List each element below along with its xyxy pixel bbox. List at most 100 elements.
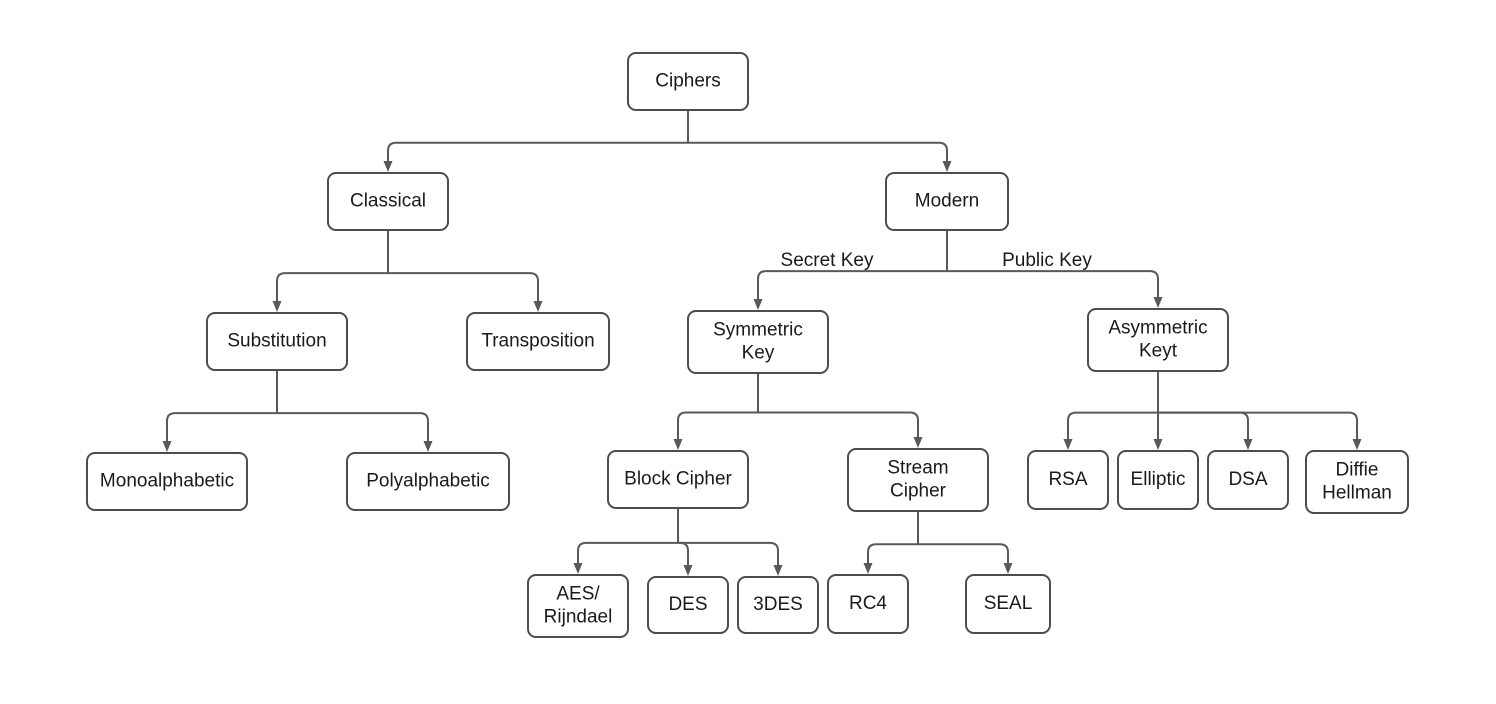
node-label-polyalphabetic: Polyalphabetic — [366, 471, 490, 492]
node-dsa[interactable]: DSA — [1207, 450, 1289, 510]
edge-arrowhead — [1153, 439, 1163, 450]
node-box-monoalphabetic — [86, 452, 248, 511]
node-seal[interactable]: SEAL — [965, 574, 1051, 634]
edge-arrowhead — [683, 565, 693, 576]
node-label-diffie-hellman: Hellman — [1322, 483, 1392, 504]
edge-arrowhead — [773, 565, 783, 576]
node-label-aes-rijndael: AES/ — [556, 584, 600, 605]
node-label-stream-cipher: Stream — [887, 458, 948, 479]
edge-arrowhead — [423, 441, 433, 452]
edge-to-dsa — [1158, 411, 1249, 439]
edge-to-block-cipher — [677, 411, 758, 439]
edge-to-substitution — [276, 272, 388, 301]
node-label-modern: Modern — [915, 191, 979, 212]
edge-arrowhead — [1063, 439, 1073, 450]
node-transposition[interactable]: Transposition — [466, 312, 610, 371]
node-label-symmetric-key: Key — [742, 343, 775, 364]
edge-arrowhead — [573, 563, 583, 574]
edge-to-symmetric-key — [757, 270, 947, 299]
node-block-cipher[interactable]: Block Cipher — [607, 450, 749, 509]
node-box-rc4 — [827, 574, 909, 634]
node-box-ciphers — [627, 52, 749, 111]
edge-arrowhead — [272, 301, 282, 312]
node-label-block-cipher: Block Cipher — [624, 469, 732, 490]
edge-to-classical — [387, 141, 688, 161]
edge-to-seal — [918, 543, 1009, 563]
node-label-dsa: DSA — [1228, 469, 1267, 490]
edge-to-transposition — [388, 272, 539, 301]
node-elliptic[interactable]: Elliptic — [1117, 450, 1199, 510]
edge-arrowhead — [162, 441, 172, 452]
node-box-3des — [737, 576, 819, 634]
public-key-label: Public Key — [1002, 250, 1092, 271]
node-label-rc4: RC4 — [849, 593, 887, 614]
node-label-symmetric-key: Symmetric — [713, 320, 803, 341]
node-box-aes-rijndael — [527, 574, 629, 638]
node-box-classical — [327, 172, 449, 231]
node-rc4[interactable]: RC4 — [827, 574, 909, 634]
node-box-symmetric-key — [687, 310, 829, 374]
edge-to-asymmetric-key — [947, 270, 1159, 297]
node-box-seal — [965, 574, 1051, 634]
edge-arrowhead — [913, 437, 923, 448]
node-rsa[interactable]: RSA — [1027, 450, 1109, 510]
node-box-asymmetric-key — [1087, 308, 1229, 372]
node-box-block-cipher — [607, 450, 749, 509]
node-des[interactable]: DES — [647, 576, 729, 634]
node-label-classical: Classical — [350, 191, 426, 212]
node-box-elliptic — [1117, 450, 1199, 510]
edges-layer — [162, 110, 1362, 576]
edge-arrowhead — [753, 299, 763, 310]
node-label-substitution: Substitution — [227, 331, 326, 352]
edge-to-stream-cipher — [758, 411, 919, 437]
node-substitution[interactable]: Substitution — [206, 312, 348, 371]
node-box-polyalphabetic — [346, 452, 510, 511]
node-label-des: DES — [668, 594, 707, 615]
node-label-asymmetric-key: Asymmetric — [1108, 318, 1207, 339]
node-box-substitution — [206, 312, 348, 371]
node-label-ciphers: Ciphers — [655, 71, 720, 92]
node-label-transposition: Transposition — [481, 331, 594, 352]
node-box-rsa — [1027, 450, 1109, 510]
node-3des[interactable]: 3DES — [737, 576, 819, 634]
node-label-diffie-hellman: Diffie — [1336, 460, 1379, 481]
edge-arrowhead — [1243, 439, 1253, 450]
edge-to-3des — [678, 541, 779, 565]
node-label-monoalphabetic: Monoalphabetic — [100, 471, 234, 492]
edge-arrowhead — [942, 161, 952, 172]
node-box-des — [647, 576, 729, 634]
edge-to-des — [678, 541, 689, 565]
edge-arrowhead — [673, 439, 683, 450]
edge-to-diffie-hellman — [1158, 411, 1358, 439]
edge-to-rsa — [1067, 411, 1158, 439]
node-classical[interactable]: Classical — [327, 172, 449, 231]
node-label-stream-cipher: Cipher — [890, 481, 947, 502]
edge-arrowhead — [383, 161, 393, 172]
edge-labels-layer: Secret Key Public Key — [781, 250, 1093, 271]
edge-to-polyalphabetic — [277, 412, 429, 441]
node-label-asymmetric-key: Keyt — [1139, 341, 1178, 362]
node-label-rsa: RSA — [1048, 469, 1087, 490]
node-aes-rijndael[interactable]: AES/Rijndael — [527, 574, 629, 638]
edge-to-aes-rijndael — [577, 541, 678, 563]
node-ciphers[interactable]: Ciphers — [627, 52, 749, 111]
edge-arrowhead — [1153, 297, 1163, 308]
node-polyalphabetic[interactable]: Polyalphabetic — [346, 452, 510, 511]
node-modern[interactable]: Modern — [885, 172, 1009, 231]
node-label-seal: SEAL — [984, 593, 1033, 614]
node-box-modern — [885, 172, 1009, 231]
edge-to-rc4 — [867, 543, 918, 563]
edge-arrowhead — [533, 301, 543, 312]
edge-to-monoalphabetic — [166, 412, 277, 441]
edge-to-modern — [688, 141, 948, 161]
secret-key-label: Secret Key — [781, 250, 874, 271]
node-monoalphabetic[interactable]: Monoalphabetic — [86, 452, 248, 511]
node-box-diffie-hellman — [1305, 450, 1409, 514]
edge-arrowhead — [863, 563, 873, 574]
